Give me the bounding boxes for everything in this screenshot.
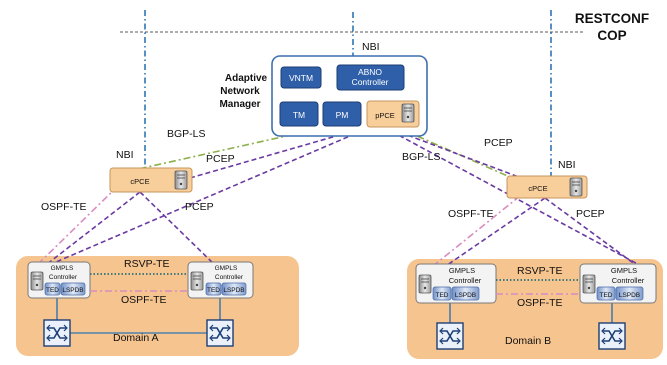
controller-a2-label1: GMPLS — [215, 265, 238, 272]
ted-db-icon — [205, 282, 222, 296]
controller-b1-label2: Controller — [449, 276, 482, 285]
controller-b1-ted: TED — [436, 292, 449, 299]
lspdb-db-icon — [60, 282, 86, 296]
controller-a1-label1: GMPLS — [51, 265, 74, 272]
ppce-server-icon — [401, 103, 415, 123]
controller-b2-lspdb: LSPDB — [619, 292, 640, 299]
bgpls-label-right: BGP-LS — [402, 151, 441, 163]
cpce-right-label: cPCE — [528, 184, 547, 193]
optical-switch-a2-icon[interactable] — [206, 319, 234, 347]
ospfte-link-right — [427, 195, 521, 271]
lspdb-db-icon — [221, 282, 247, 296]
vntm-module[interactable] — [280, 66, 322, 89]
ted-db-icon — [596, 286, 616, 301]
domain-a-label: Domain A — [113, 332, 159, 344]
ted-db-icon — [44, 282, 61, 296]
controller-a2-label2: Controller — [215, 274, 244, 281]
domain-b-label: Domain B — [505, 335, 551, 347]
pcep-label-left-lower: PCEP — [185, 201, 214, 213]
ospfte-label-right: OSPF-TE — [448, 208, 494, 220]
controller-a1-ted: TED — [46, 287, 59, 294]
lspdb-db-icon — [615, 286, 644, 301]
ospfte-link-left — [33, 185, 119, 269]
gmpls-controller-a2[interactable]: GMPLS Controller TED LSPDB — [187, 261, 254, 299]
controller-b2-label2: Controller — [612, 276, 645, 285]
controller-a2-lspdb: LSPDB — [223, 287, 244, 294]
controller-a2-ted: TED — [207, 287, 220, 294]
cpce-right[interactable] — [506, 175, 588, 199]
optical-switch-b1-icon[interactable] — [436, 322, 464, 350]
vntm-label: VNTM — [289, 73, 313, 83]
gmpls-controller-a1[interactable]: GMPLS Controller TED LSPDB — [27, 261, 91, 299]
pcep-label-left-upper: PCEP — [206, 153, 235, 165]
ospfte-label-b: OSPF-TE — [517, 297, 563, 309]
anm-label-line2: Network — [220, 86, 260, 97]
tm-label: TM — [293, 110, 305, 120]
gmpls-controller-b2[interactable]: GMPLS Controller TED LSPDB — [579, 263, 657, 304]
bgpls-link-right — [389, 123, 513, 179]
cpce-left[interactable] — [109, 167, 193, 193]
lspdb-db-icon — [451, 286, 480, 301]
bgpls-label-left: BGP-LS — [167, 128, 206, 140]
gmpls-controller-b1[interactable]: GMPLS Controller TED LSPDB — [415, 263, 497, 304]
nbi-label-top: NBI — [362, 41, 380, 53]
tm-module[interactable] — [279, 101, 319, 127]
controller-b2-label1: GMPLS — [611, 266, 637, 275]
optical-switch-a1-icon[interactable] — [43, 319, 71, 347]
ted-db-icon — [432, 286, 452, 301]
pm-label: PM — [336, 110, 349, 120]
pm-module[interactable] — [322, 101, 362, 127]
rsvpte-label-a: RSVP-TE — [124, 258, 170, 270]
anm-label-line1: Adaptive — [225, 73, 268, 84]
abno-label-line1: ABNO — [358, 67, 382, 77]
nbi-label-left: NBI — [116, 149, 134, 161]
ppce-label: pPCE — [375, 111, 395, 120]
rsvpte-label-b: RSVP-TE — [517, 265, 563, 277]
pcep-label-right-lower: PCEP — [576, 208, 605, 220]
nbi-label-right: NBI — [558, 159, 576, 171]
controller-b2-ted: TED — [600, 292, 613, 299]
controller-a1-label2: Controller — [49, 274, 78, 281]
controller-b1-label1: GMPLS — [449, 266, 475, 275]
optical-switch-b2-icon[interactable] — [598, 322, 626, 350]
ospfte-label-a: OSPF-TE — [121, 294, 167, 306]
ospfte-label-left: OSPF-TE — [41, 201, 87, 213]
abno-label-line2: Controller — [352, 77, 389, 87]
anm-label-line3: Manager — [219, 99, 260, 110]
pcep-label-right-upper: PCEP — [484, 137, 513, 149]
abno-controller-module[interactable] — [336, 64, 405, 91]
cpce-right-server-icon — [569, 177, 583, 197]
cpce-left-server-icon — [174, 170, 188, 190]
cpce-left-label: cPCE — [130, 177, 149, 186]
cop-label: COP — [597, 28, 626, 43]
controller-b1-lspdb: LSPDB — [455, 292, 476, 299]
restconf-label: RESTCONF — [575, 11, 649, 26]
controller-a1-lspdb: LSPDB — [62, 287, 83, 294]
